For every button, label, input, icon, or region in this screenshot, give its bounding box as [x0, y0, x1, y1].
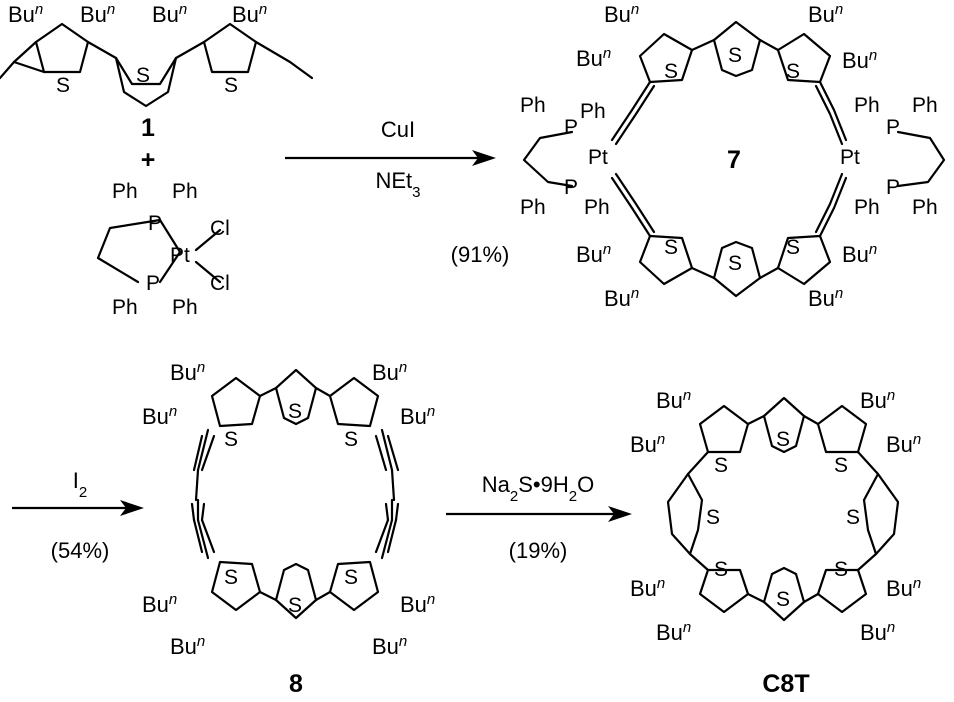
bu-label: Bun [808, 1, 843, 28]
p-label: P [148, 212, 162, 235]
reaction-arrow-3 [446, 506, 632, 522]
compound-7-structure: S S S S S S P Pt P Pt P P Ph Ph Ph Ph Ph… [520, 1, 946, 312]
p-label: P [886, 176, 900, 199]
p-label: P [146, 272, 160, 295]
bu-label: Bun [170, 359, 205, 386]
bu-label: Bun [656, 619, 691, 646]
bu-label: Bun [372, 359, 407, 386]
bu-label: Bun [842, 47, 877, 74]
p-label: P [886, 116, 900, 139]
ph-label: Ph [112, 296, 138, 319]
s-label: S [224, 566, 238, 589]
s-label: S [344, 566, 358, 589]
bu-label: Bun [842, 241, 877, 268]
bu-label: Bun [152, 1, 187, 28]
bu-label: Bun [576, 45, 611, 72]
s-label: S [834, 558, 848, 581]
pt-label: Pt [588, 146, 608, 169]
s-label: S [846, 506, 860, 529]
s-label: S [706, 506, 720, 529]
ph-label: Ph [854, 94, 880, 117]
ph-label: Ph [112, 180, 138, 203]
s-label: S [714, 558, 728, 581]
yield-step-3: (19%) [509, 538, 568, 563]
s-label: S [664, 236, 678, 259]
ph-label: Ph [172, 296, 198, 319]
bu-label: Bun [400, 591, 435, 618]
ph-label: Ph [520, 196, 546, 219]
compound-1-structure: S S S Bun Bun Bun Bun [0, 1, 314, 108]
pt-label: Pt [170, 244, 190, 267]
ph-label: Ph [854, 196, 880, 219]
bu-label: Bun [886, 575, 921, 602]
bu-label: Bun [860, 387, 895, 414]
compound-c8t-structure: S S S S S S S S Bun Bun Bun Bun Bun Bun … [630, 387, 921, 646]
cl-label: Cl [210, 217, 230, 240]
compound-7-label: 7 [727, 146, 741, 174]
yield-step-2: (54%) [51, 538, 110, 563]
reagent-net3: NEt3 [375, 168, 420, 201]
s-label: S [288, 400, 302, 423]
s-label: S [776, 588, 790, 611]
bu-label: Bun [142, 591, 177, 618]
bu-label: Bun [604, 1, 639, 28]
p-label: P [564, 116, 578, 139]
reagent-cui: CuI [381, 117, 415, 142]
bu-label: Bun [372, 633, 407, 660]
s-label: S [728, 252, 742, 275]
reaction-arrow-2 [12, 500, 144, 516]
bu-label: Bun [400, 403, 435, 430]
bu-label: Bun [142, 403, 177, 430]
ph-label: Ph [580, 100, 606, 123]
bu-label: Bun [630, 575, 665, 602]
yield-step-1: (91%) [451, 242, 510, 267]
bu-label: Bun [80, 1, 115, 28]
s-label: S [224, 428, 238, 451]
pt-label: Pt [840, 146, 860, 169]
s-label: S [136, 64, 150, 87]
ph-label: Ph [172, 180, 198, 203]
reagent-i2: I2 [73, 468, 87, 501]
bu-label: Bun [886, 431, 921, 458]
s-label: S [664, 60, 678, 83]
compound-1-label: 1 [141, 114, 155, 142]
reagent-na2s-hydrate: Na2S•9H2O [482, 472, 594, 505]
bu-label: Bun [656, 387, 691, 414]
compound-8-label: 8 [289, 670, 303, 698]
bu-label: Bun [604, 285, 639, 312]
bu-label: Bun [860, 619, 895, 646]
p-label: P [564, 176, 578, 199]
bu-label: Bun [808, 285, 843, 312]
s-label: S [728, 44, 742, 67]
s-label: S [224, 74, 238, 97]
bu-label: Bun [576, 241, 611, 268]
ph-label: Ph [520, 94, 546, 117]
s-label: S [776, 428, 790, 451]
s-label: S [56, 74, 70, 97]
compound-8-structure: S S S S S S Bun Bun Bun Bun Bun Bun Bun … [142, 359, 435, 660]
cl-label: Cl [210, 272, 230, 295]
bu-label: Bun [170, 633, 205, 660]
bu-label: Bun [630, 431, 665, 458]
s-label: S [834, 454, 848, 477]
compound-c8t-label: C8T [762, 670, 809, 698]
bu-label: Bun [232, 1, 267, 28]
plus-sign: + [141, 146, 156, 174]
bu-label: Bun [8, 1, 43, 28]
s-label: S [288, 594, 302, 617]
ph-label: Ph [584, 196, 610, 219]
s-label: S [786, 60, 800, 83]
s-label: S [786, 236, 800, 259]
s-label: S [714, 454, 728, 477]
ph-label: Ph [912, 94, 938, 117]
reaction-arrow-1 [285, 150, 496, 166]
s-label: S [344, 428, 358, 451]
pt-dppp-cl2-structure: P Pt P Cl Cl Ph Ph Ph Ph [96, 180, 230, 319]
ph-label: Ph [912, 196, 938, 219]
